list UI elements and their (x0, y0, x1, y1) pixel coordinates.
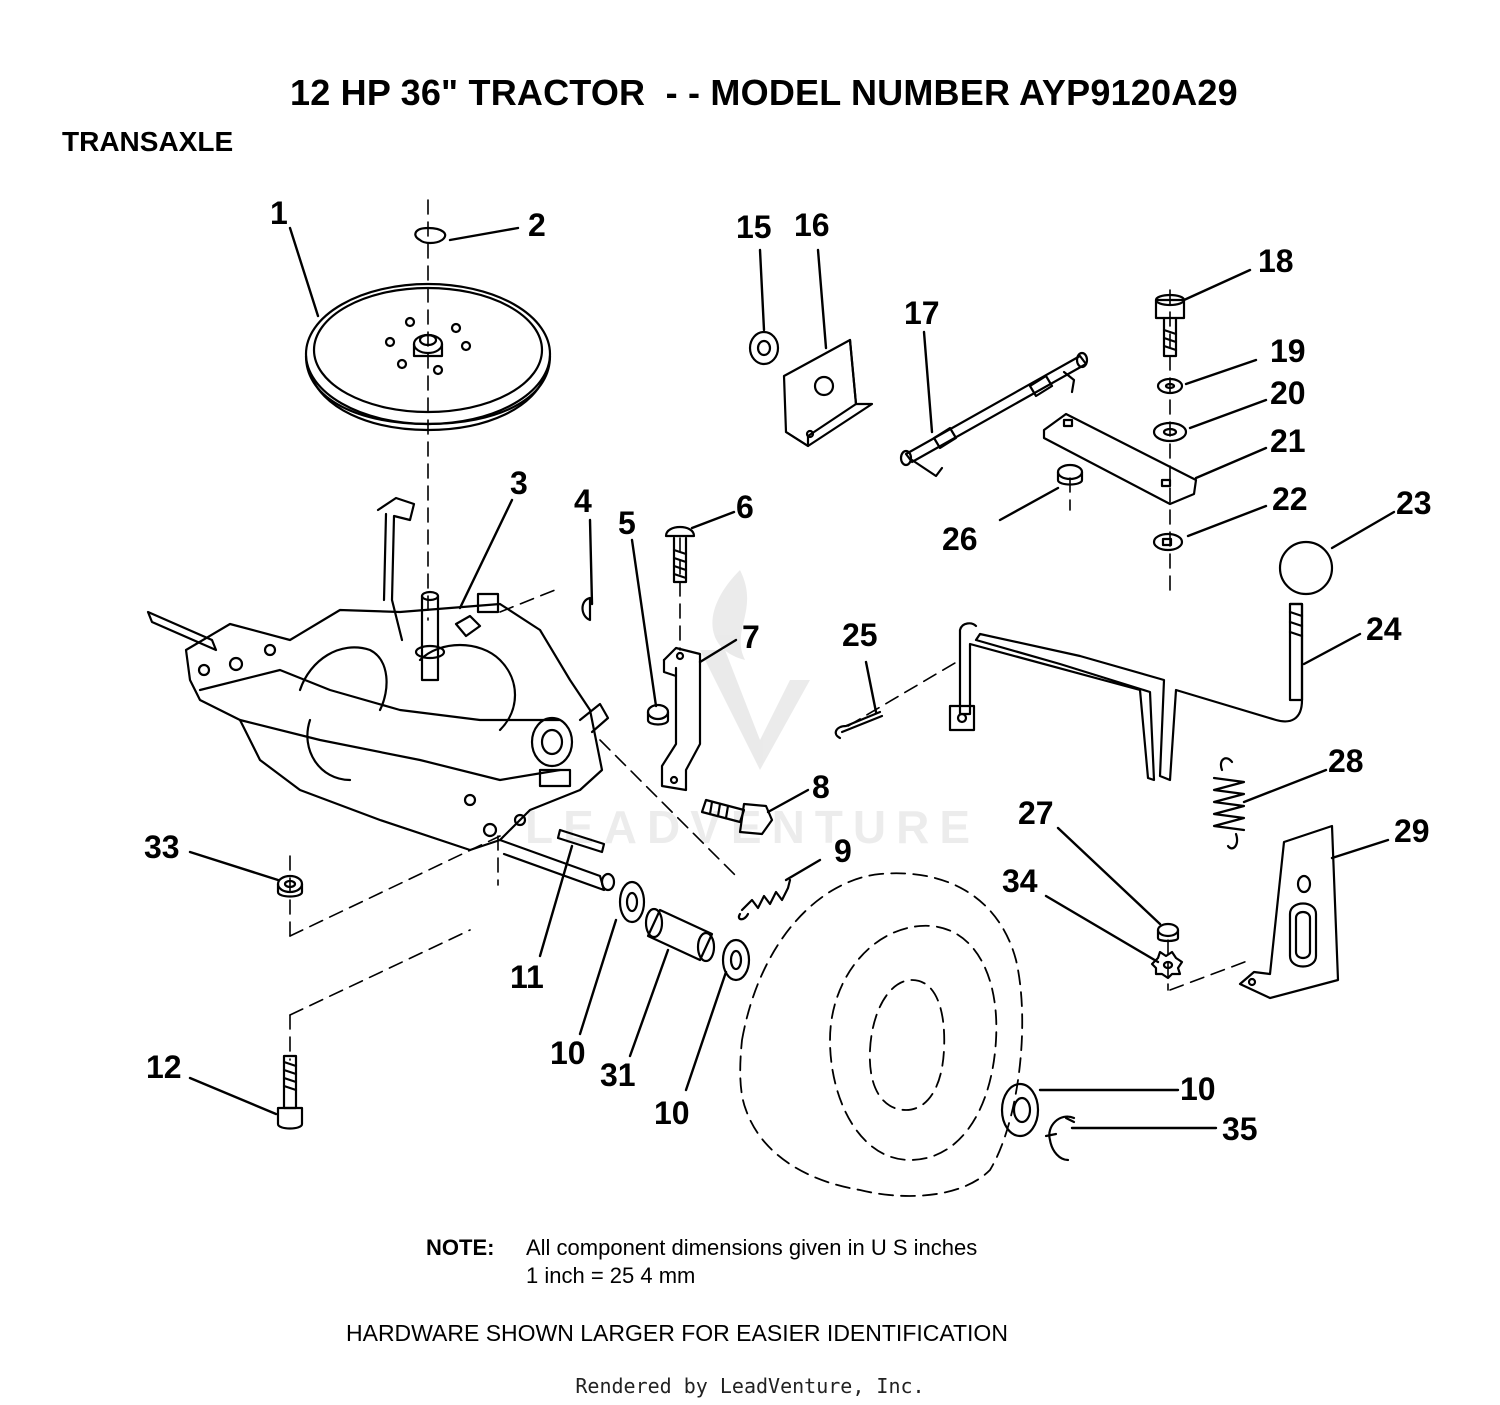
lock-nut-part (276, 874, 304, 898)
callout-21: 21 (1270, 423, 1306, 459)
mounting-bracket-part (1238, 824, 1340, 1000)
page-title: 12 HP 36" TRACTOR - - MODEL NUMBER AYP91… (290, 72, 1238, 113)
callout-23: 23 (1396, 485, 1432, 521)
flat-washer-part-b (1152, 421, 1188, 443)
callout-3: 3 (510, 465, 528, 501)
pulley-part (304, 282, 552, 432)
callout-17: 17 (904, 295, 940, 331)
callout-20: 20 (1270, 375, 1306, 411)
bracket-part (660, 646, 702, 792)
watermark-logo (700, 570, 810, 770)
callout-24: 24 (1366, 611, 1402, 647)
hex-nut-part-b (1156, 922, 1180, 943)
callout-11: 11 (510, 959, 544, 995)
callout-26: 26 (942, 521, 978, 557)
callout-19: 19 (1270, 333, 1306, 369)
cap-screw-part (276, 1054, 304, 1130)
washer-part-c (1000, 1082, 1040, 1138)
lock-washer-part (1156, 377, 1184, 395)
callout-10-c: 10 (1180, 1071, 1216, 1107)
footer-credit: Rendered by LeadVenture, Inc. (575, 1374, 925, 1398)
washer-part-b (721, 938, 751, 982)
section-title: TRANSAXLE (62, 126, 234, 157)
callout-5: 5 (618, 505, 636, 541)
callout-2: 2 (528, 207, 546, 243)
callout-25: 25 (842, 617, 878, 653)
note-line-2: 1 inch = 25 4 mm (526, 1263, 696, 1288)
shift-lever-part (948, 602, 1304, 782)
callout-35: 35 (1222, 1111, 1258, 1147)
callout-1: 1 (270, 195, 288, 231)
callout-numbers: 1 2 3 4 5 6 7 8 9 10 11 10 31 10 12 33 1… (144, 195, 1432, 1147)
callout-33: 33 (144, 829, 180, 865)
callout-18: 18 (1258, 243, 1294, 279)
control-rod-part (899, 351, 1089, 478)
hex-nut-part (646, 703, 670, 726)
note-block: NOTE: All component dimensions given in U… (426, 1234, 977, 1290)
wheel-outline (739, 872, 1024, 1197)
note-line-1: All component dimensions given in U S in… (526, 1235, 978, 1260)
callout-31: 31 (600, 1057, 636, 1093)
square-washer-part (1152, 532, 1184, 552)
callout-7: 7 (742, 619, 760, 655)
e-clip-part (1044, 1115, 1076, 1162)
callout-6: 6 (736, 489, 754, 525)
callout-15: 15 (736, 209, 772, 245)
callout-34: 34 (1002, 863, 1038, 899)
callout-22: 22 (1272, 481, 1308, 517)
callout-10-b: 10 (654, 1095, 690, 1131)
link-plate-part (1042, 412, 1198, 506)
callout-29: 29 (1394, 813, 1430, 849)
spacer-part (644, 907, 716, 963)
flange-nut-part (1056, 463, 1084, 486)
leader-lines (188, 226, 1396, 1130)
callout-10-a: 10 (550, 1035, 586, 1071)
transaxle-part (146, 496, 616, 892)
shoulder-bolt-part (700, 798, 774, 836)
retaining-clip-part (414, 226, 447, 245)
note-label: NOTE: (426, 1235, 495, 1260)
woodruff-key-part (581, 596, 592, 622)
callout-12: 12 (146, 1049, 182, 1085)
hardware-note: HARDWARE SHOWN LARGER FOR EASIER IDENTIF… (346, 1320, 1008, 1346)
knob-part (1278, 540, 1334, 596)
callout-8: 8 (812, 769, 830, 805)
washer-part-a (618, 880, 646, 924)
callout-9: 9 (834, 833, 852, 869)
star-washer-part (1150, 950, 1184, 980)
callout-28: 28 (1328, 743, 1364, 779)
carriage-bolt-part (664, 525, 696, 584)
callout-16: 16 (794, 207, 830, 243)
key-stock-part (556, 828, 606, 854)
angle-bracket-part (782, 338, 874, 448)
flat-washer-part (748, 330, 780, 366)
spring-part (737, 878, 792, 921)
cotter-pin-part (834, 710, 884, 740)
watermark-text: LEADVENTURE (525, 801, 981, 853)
callout-4: 4 (574, 483, 592, 519)
extension-spring-part (1212, 757, 1246, 850)
callout-27: 27 (1018, 795, 1054, 831)
